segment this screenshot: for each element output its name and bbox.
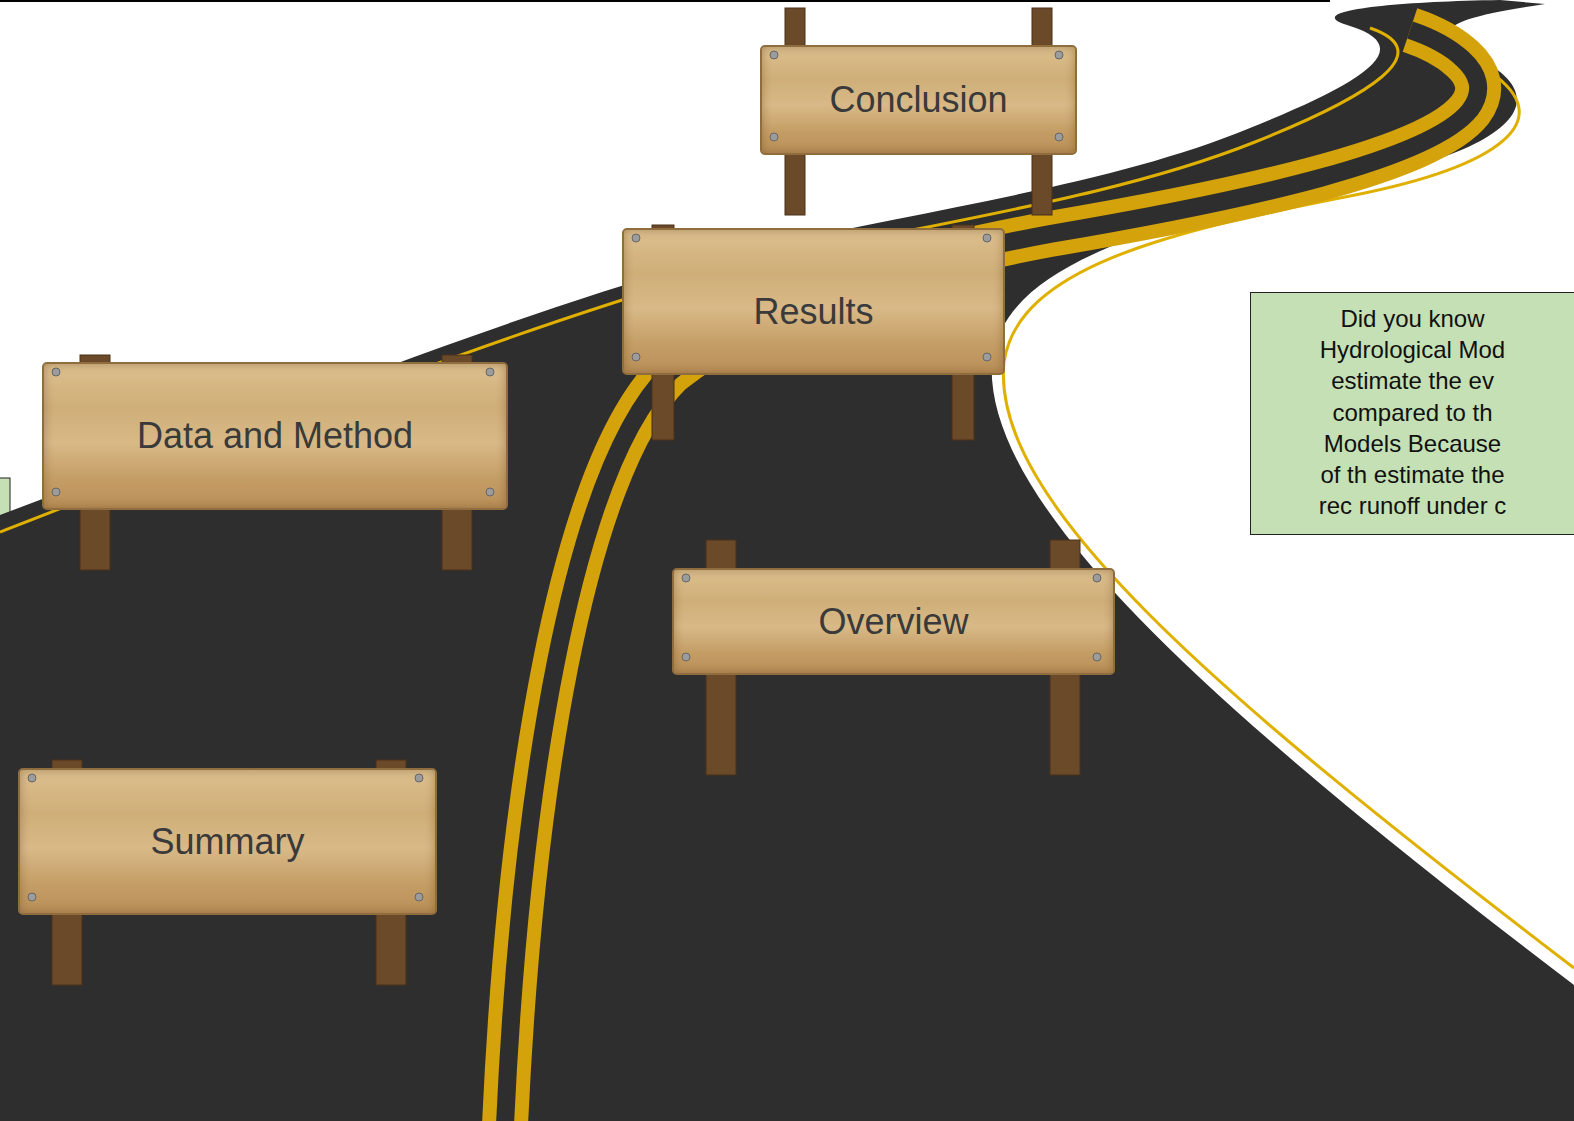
nail xyxy=(52,488,60,496)
nail xyxy=(28,774,36,782)
road-edge-line xyxy=(0,28,1398,532)
nail xyxy=(983,234,991,242)
wooden-sign: Overview xyxy=(672,568,1115,675)
nail xyxy=(632,234,640,242)
nail xyxy=(1055,51,1063,59)
nail xyxy=(1093,653,1101,661)
nail xyxy=(28,893,36,901)
nail xyxy=(415,893,423,901)
note-text: Did you know Hydrological Mod estimate t… xyxy=(1313,303,1513,521)
note-box: Did you know Hydrological Mod estimate t… xyxy=(1250,292,1574,535)
centre-gap xyxy=(505,30,1478,1121)
sign-label: Data and Method xyxy=(137,415,413,457)
nail xyxy=(1055,133,1063,141)
sign-label: Overview xyxy=(818,601,968,643)
wooden-sign: Conclusion xyxy=(760,45,1077,155)
sign-label: Summary xyxy=(150,821,304,863)
wooden-sign: Results xyxy=(622,228,1005,375)
nail xyxy=(983,353,991,361)
centre-line xyxy=(505,30,1478,1121)
sign-label: Results xyxy=(753,291,873,333)
nail xyxy=(682,653,690,661)
nail xyxy=(415,774,423,782)
sign-label: Conclusion xyxy=(829,79,1007,121)
nail xyxy=(486,368,494,376)
nail xyxy=(486,488,494,496)
nail xyxy=(682,574,690,582)
top-rule xyxy=(0,0,1330,2)
nail xyxy=(1093,574,1101,582)
wooden-sign: Summary xyxy=(18,768,437,915)
nail xyxy=(770,51,778,59)
nail xyxy=(52,368,60,376)
wooden-sign: Data and Method xyxy=(42,362,508,510)
nail xyxy=(632,353,640,361)
nail xyxy=(770,133,778,141)
